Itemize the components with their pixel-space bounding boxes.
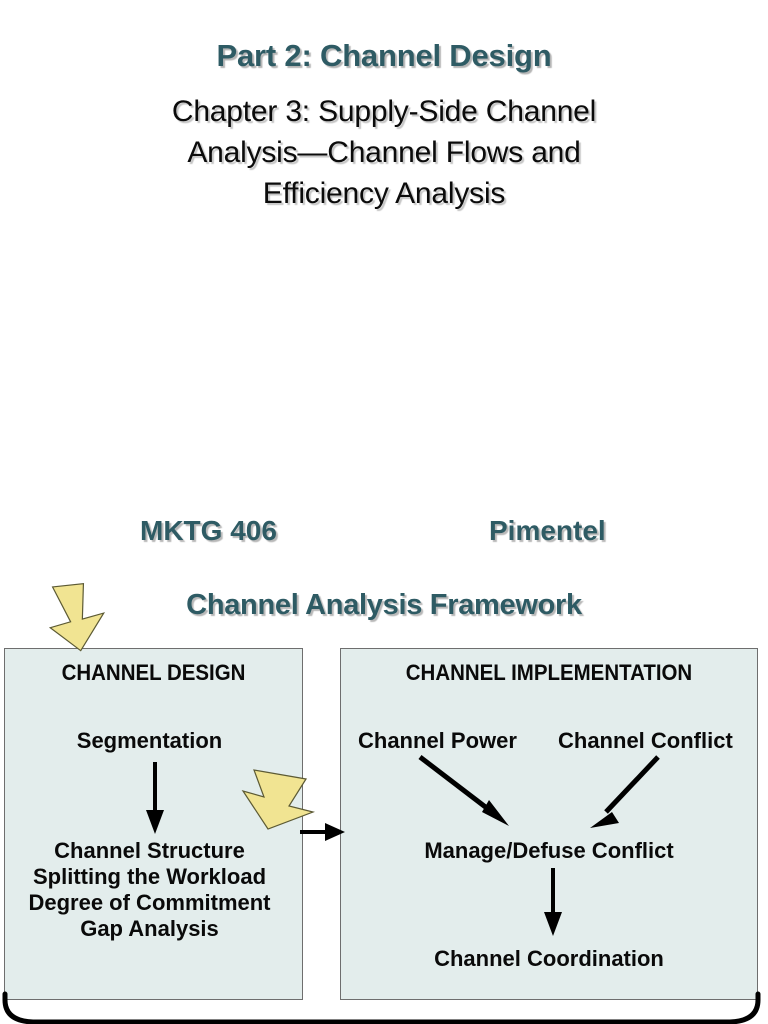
channel-design-box: CHANNEL DESIGN — [4, 648, 303, 1000]
node-segmentation: Segmentation — [76, 728, 223, 753]
node-channel-structure: Channel Structure — [54, 838, 245, 863]
instructor-name: Pimentel — [489, 515, 606, 546]
slide-title-block: Part 2: Channel Design Chapter 3: Supply… — [0, 0, 768, 214]
node-gap-analysis: Gap Analysis — [80, 915, 219, 941]
node-channel-conflict: Channel Conflict — [558, 728, 733, 753]
node-splitting-the-workload: Splitting the Workload — [32, 863, 267, 889]
channel-design-box-title: CHANNEL DESIGN — [61, 660, 246, 685]
node-manage-defuse-conflict: Manage/Defuse Conflict — [424, 838, 674, 863]
channel-implementation-box: CHANNEL IMPLEMENTATION — [340, 648, 758, 1000]
chapter-title-line-3: Efficiency Analysis — [262, 177, 506, 211]
arrow-design-to-implementation-icon — [300, 823, 345, 841]
node-channel-structure-list: Channel Structure Splitting the Workload… — [0, 838, 299, 942]
node-channel-power: Channel Power — [358, 728, 517, 753]
chapter-title: Chapter 3: Supply-Side Channel Analysis—… — [0, 74, 768, 214]
framework-heading: Channel Analysis Framework — [186, 589, 582, 621]
yellow-block-arrow-down-right-icon — [48, 582, 106, 652]
course-info-row: MKTG 406 Pimentel — [0, 515, 768, 559]
channel-implementation-box-title: CHANNEL IMPLEMENTATION — [405, 660, 693, 685]
chapter-title-line-2: Analysis—Channel Flows and — [187, 136, 581, 170]
chapter-title-line-1: Chapter 3: Supply-Side Channel — [171, 95, 597, 128]
part-title: Part 2: Channel Design — [216, 38, 552, 73]
node-degree-of-commitment: Degree of Commitment — [28, 889, 271, 915]
course-code: MKTG 406 — [140, 515, 277, 546]
node-channel-coordination: Channel Coordination — [434, 946, 664, 971]
